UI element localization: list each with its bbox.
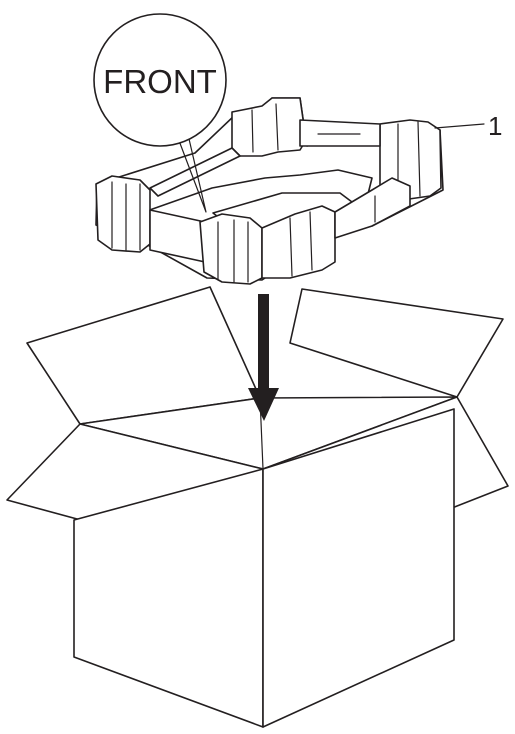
tray-post-front-center bbox=[199, 213, 263, 285]
box-face-right bbox=[262, 408, 455, 728]
front-callout-label: FRONT bbox=[103, 63, 217, 100]
packing-tray bbox=[95, 97, 444, 285]
front-callout-leader bbox=[177, 125, 207, 213]
tray-post-front-left bbox=[95, 175, 151, 253]
tray-post-front-right bbox=[261, 205, 336, 279]
carton-box bbox=[6, 286, 509, 728]
tray-back-rail bbox=[299, 119, 381, 147]
part-label-leader bbox=[434, 123, 485, 129]
tray-left-rail bbox=[149, 147, 241, 197]
front-callout-bubble bbox=[93, 13, 227, 147]
box-flap-back-right bbox=[289, 288, 504, 398]
down-arrow-icon bbox=[248, 294, 279, 421]
front-callout: FRONT bbox=[93, 13, 227, 213]
tray-post-back-left bbox=[231, 97, 307, 157]
part-number-label: 1 bbox=[488, 111, 502, 141]
tray-right-rail bbox=[334, 177, 411, 239]
part-label: 1 bbox=[434, 111, 502, 141]
